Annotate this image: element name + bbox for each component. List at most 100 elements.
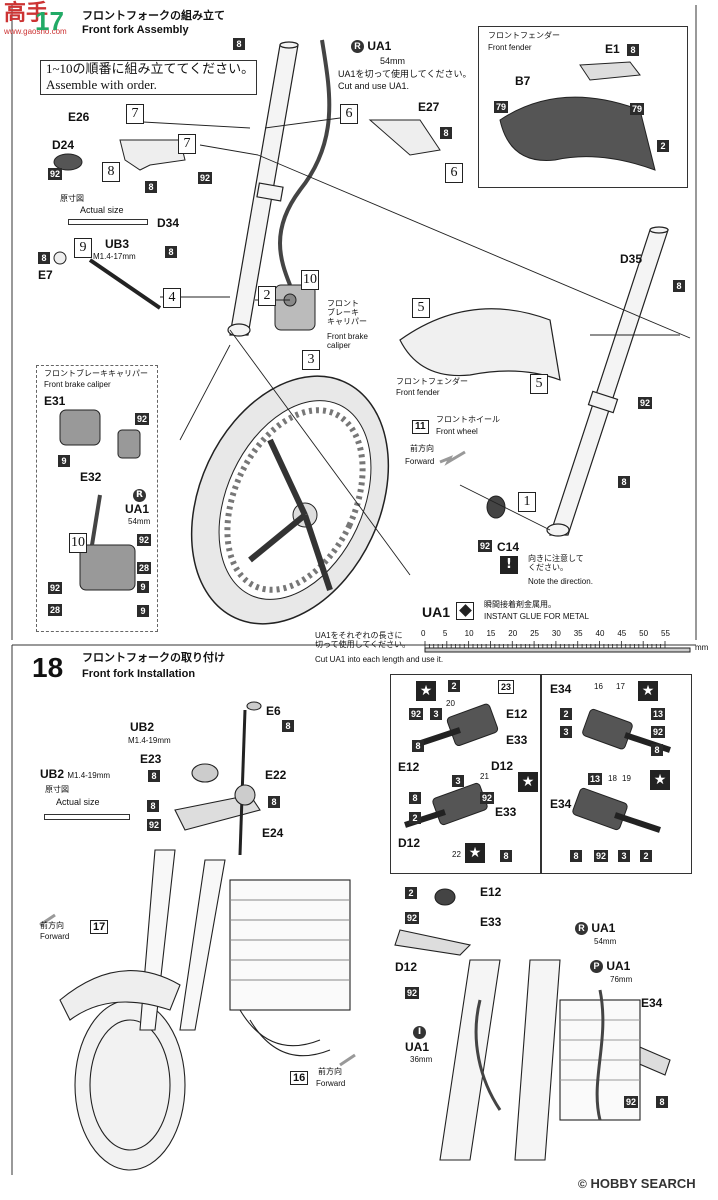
front-fender-main: [399, 308, 561, 381]
bottom-e34: E34: [641, 996, 663, 1010]
fender-inset-drawing: [499, 96, 656, 171]
step-box-9: 9: [74, 238, 92, 258]
paint-8: 8: [233, 38, 245, 50]
step-box-1: 1: [518, 492, 536, 512]
part-e26: E26: [68, 110, 90, 124]
bottom-ua1-c: UA1: [405, 1040, 430, 1054]
star-icon: ★: [638, 681, 658, 701]
part-e27: E27: [418, 100, 440, 114]
paint-92: 92: [405, 912, 420, 924]
star-icon: ★: [416, 681, 436, 701]
paint-2: 2: [448, 680, 460, 692]
paint-2: 2: [560, 708, 572, 720]
paint-9: 9: [58, 455, 70, 467]
ub2-side-size: M1.4-19mm: [67, 771, 111, 780]
ua1-note-en: Cut and use UA1.: [338, 81, 410, 91]
paint-8: 8: [165, 246, 177, 258]
paint-8: 8: [651, 744, 663, 756]
actual-size-jp: 原寸図: [60, 194, 84, 203]
paint-2: 2: [640, 850, 652, 862]
paint-79: 79: [494, 101, 509, 113]
ub3-size: M1.4-17mm: [93, 252, 136, 261]
switch-e33-a: E33: [506, 733, 528, 747]
part-e32: E32: [80, 470, 102, 484]
watermark-url: www.gaosho.com: [4, 27, 67, 36]
ruler-label: 30: [551, 629, 561, 638]
bottom-ua1-b-len: 76mm: [610, 975, 633, 984]
part-e6: E6: [266, 704, 281, 718]
bottom-ua1-a-len: 54mm: [594, 937, 617, 946]
ruler-label: 5: [442, 629, 448, 638]
actual-size-bar: [68, 219, 148, 225]
paint-23: 23: [498, 680, 515, 694]
paint-13: 13: [588, 773, 603, 785]
caliper-ua1-len: 54mm: [128, 517, 151, 526]
ua1-ruler: [424, 647, 691, 653]
glue-diamond-icon: [456, 602, 474, 620]
switch-e12-a: E12: [506, 707, 528, 721]
glue-en: INSTANT GLUE FOR METAL: [484, 612, 589, 621]
step18-forward2-jp: 前方向: [318, 1067, 342, 1076]
paint-20: 20: [446, 699, 455, 708]
actual-size-en: Actual size: [80, 205, 124, 215]
paint-92: 92: [624, 1096, 639, 1108]
step18-forward-en: Forward: [40, 932, 70, 941]
part-c14: C14: [497, 540, 520, 554]
step-box-7a: 7: [126, 104, 144, 124]
glue-ua1: UA1: [422, 604, 451, 620]
bottom-ua1-b: P UA1: [590, 959, 630, 974]
footer-brand-text: HOBBY SEARCH: [590, 1176, 696, 1191]
step-box-10-inset: 10: [69, 533, 87, 553]
paint-92: 92: [198, 172, 213, 184]
paint-18: 18: [608, 774, 617, 783]
caliper-label-jp: フロント ブレーキ キャリパー: [327, 299, 367, 326]
paint-92: 92: [135, 413, 150, 425]
brake-caliper-main: [274, 284, 316, 331]
forward-jp: 前方向: [410, 444, 434, 453]
paint-8: 8: [627, 44, 639, 56]
paint-92: 92: [594, 850, 609, 862]
paint-8: 8: [148, 770, 160, 782]
paint-8: 8: [147, 800, 159, 812]
fender-inset-title-jp: フロントフェンダー: [488, 31, 560, 40]
r-marker-icon: R: [575, 922, 588, 936]
switch-e34-a: E34: [550, 682, 572, 696]
step-box-7b: 7: [178, 134, 196, 154]
caution-icon: !: [500, 556, 518, 574]
i-marker-icon: I: [413, 1026, 426, 1039]
bottom-d12: D12: [395, 960, 418, 974]
cut-note-en: Cut UA1 into each length and use it.: [315, 655, 444, 664]
paint-21: 21: [480, 772, 489, 781]
paint-8: 8: [282, 720, 294, 732]
paint-8: 8: [673, 280, 685, 292]
paint-3: 3: [618, 850, 630, 862]
paint-13: 13: [651, 708, 666, 720]
caliper-ua1: UA1: [125, 502, 150, 516]
paint-8: 8: [656, 1096, 668, 1108]
fender-inset-title-en: Front fender: [488, 43, 532, 52]
part-b7: B7: [515, 74, 531, 88]
paint-17: 17: [616, 682, 625, 691]
cut-note-jp: UA1をそれぞれの長さに 切って使用してください。: [315, 631, 411, 649]
ref-step-16: 16: [290, 1071, 309, 1085]
paint-28: 28: [137, 562, 152, 574]
order-note-box: [40, 60, 257, 95]
copyright-icon: ©: [578, 1177, 587, 1191]
caliper-inset-title-jp: フロントブレーキキャリパー: [44, 369, 148, 378]
paint-92: 92: [147, 819, 162, 831]
ub2-main-size: M1.4-19mm: [128, 736, 171, 745]
p-marker-icon: P: [590, 960, 603, 974]
paint-3: 3: [560, 726, 572, 738]
paint-2: 2: [657, 140, 669, 152]
ua1-top-text: UA1: [367, 39, 392, 53]
right-fork-tube: [546, 226, 669, 537]
badge-wheel-11: 11: [412, 420, 429, 434]
caliper-inset-box: [36, 365, 158, 632]
paint-92: 92: [409, 708, 424, 720]
star-icon: ★: [465, 843, 485, 863]
ruler-label: 35: [573, 629, 583, 638]
ua1-note-jp: UA1を切って使用してください。: [338, 69, 472, 79]
ruler-label: 55: [661, 629, 670, 638]
paint-92: 92: [651, 726, 666, 738]
part-e23: E23: [140, 752, 162, 766]
